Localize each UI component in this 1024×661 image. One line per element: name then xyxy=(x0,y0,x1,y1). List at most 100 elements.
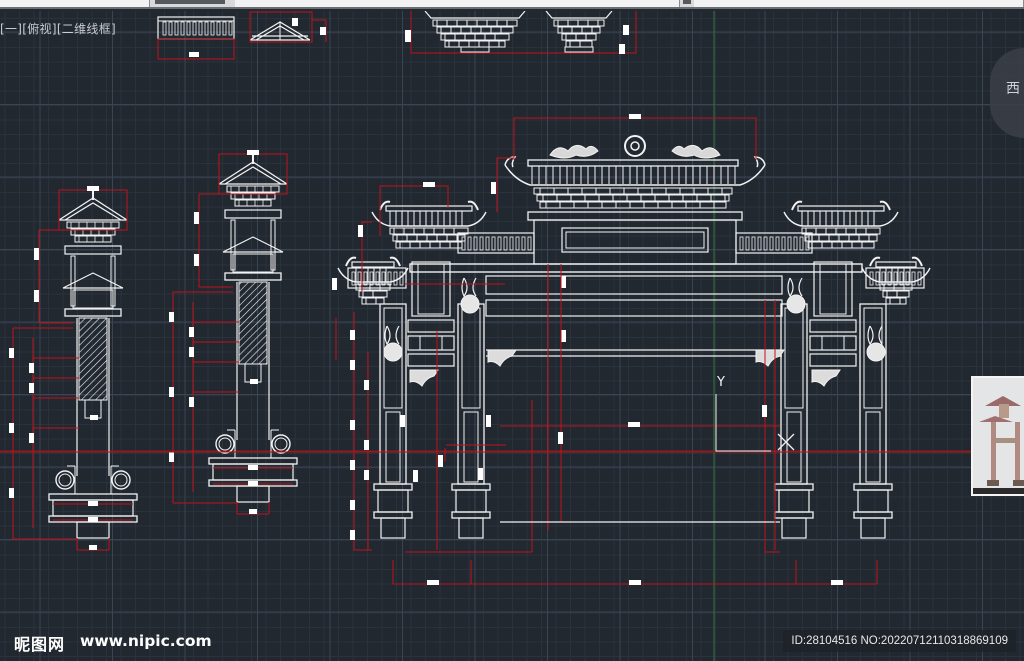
side-window-inner xyxy=(819,263,847,315)
side-window-inner xyxy=(417,263,445,315)
cad-grid xyxy=(0,11,1024,661)
cad-drawing[interactable]: Y xyxy=(0,11,1024,661)
footing xyxy=(236,485,270,503)
toolbar-handle[interactable] xyxy=(155,0,225,4)
side-roof-inner-right xyxy=(783,200,899,249)
drum-stone xyxy=(215,434,235,454)
main-roof-ridge xyxy=(527,159,739,167)
railing-left xyxy=(457,232,535,254)
dimension-line xyxy=(249,11,313,43)
baluster xyxy=(881,271,886,286)
dimension-text xyxy=(29,433,34,443)
baluster xyxy=(781,236,786,251)
baluster xyxy=(363,271,368,286)
toolbar-segment[interactable] xyxy=(235,0,680,7)
dimension-text xyxy=(29,363,34,373)
baluster xyxy=(745,236,750,251)
watermark-url: www.nipic.com xyxy=(80,632,212,650)
bracket-detail-small xyxy=(545,11,613,53)
baluster xyxy=(198,21,203,36)
column-roof xyxy=(58,197,128,221)
pillar-footing xyxy=(860,517,886,539)
baluster xyxy=(479,236,484,251)
ucs-axes xyxy=(715,394,771,452)
side-panel xyxy=(809,335,857,351)
column-roof xyxy=(218,161,288,185)
dimension-line xyxy=(496,157,514,212)
pillar-inner-right xyxy=(774,303,814,539)
baluster xyxy=(228,21,233,36)
baluster xyxy=(887,271,892,286)
toolbar-segment[interactable] xyxy=(0,0,150,7)
dimension-text xyxy=(90,415,98,420)
railing-outer-right xyxy=(865,267,925,289)
vase-inner-right xyxy=(786,277,806,314)
baluster xyxy=(357,271,362,286)
drum-frame xyxy=(67,465,76,494)
pillar-lower-panel xyxy=(463,411,479,483)
dimension-text xyxy=(249,509,257,514)
pillar-base xyxy=(455,489,487,513)
watermark-id: ID:28104516 NO:20220712110318869109 xyxy=(783,630,1016,652)
pillar-outer-left xyxy=(373,303,413,539)
dimension-text xyxy=(88,517,98,522)
baluster xyxy=(793,236,798,251)
baluster xyxy=(473,236,478,251)
bracket-tier xyxy=(807,241,875,249)
lower-bracket xyxy=(72,289,114,309)
bracket-top xyxy=(424,11,526,19)
vase-inner-left xyxy=(460,277,480,314)
dragon-left xyxy=(549,145,599,159)
baluster xyxy=(399,271,404,286)
pillar-inner-left xyxy=(451,303,491,539)
side-bay-left xyxy=(407,261,455,367)
drawing-canvas[interactable]: Y xyxy=(0,11,1024,661)
toolbar-segment[interactable] xyxy=(694,0,1024,7)
footing xyxy=(76,521,110,539)
baluster xyxy=(503,236,508,251)
baluster xyxy=(461,236,466,251)
pillar-lower-panel xyxy=(786,411,802,483)
vase-hanger xyxy=(384,325,400,346)
side-panel xyxy=(407,335,455,351)
dimension-text xyxy=(350,530,355,540)
roof-beast xyxy=(869,256,923,267)
baluster xyxy=(763,236,768,251)
bracket-tier xyxy=(885,297,907,305)
pillar-base-cap xyxy=(451,483,491,491)
vase-hanger xyxy=(787,277,803,298)
pillar-footing xyxy=(781,517,807,539)
pillar-footing xyxy=(458,517,484,539)
dimension-text xyxy=(350,460,355,470)
toolbar-handle[interactable] xyxy=(683,0,691,4)
viewcube[interactable] xyxy=(990,48,1024,138)
viewport-controls-label[interactable]: [一][俯视][二维线框] xyxy=(0,22,116,36)
pillar-panel xyxy=(383,307,403,409)
column-lower-roof xyxy=(222,236,284,253)
drum-stone xyxy=(271,434,291,454)
dimension-text xyxy=(189,397,194,407)
dimension-text xyxy=(332,278,337,290)
side-window xyxy=(411,261,451,317)
bracket-tier xyxy=(66,221,120,229)
dimension-line xyxy=(353,312,372,551)
viewcube-direction-label[interactable]: 西 xyxy=(1006,81,1020,97)
drum-frame xyxy=(227,429,236,458)
baluster xyxy=(799,236,804,251)
side-roof-ridge xyxy=(351,261,395,268)
column-lower-roof xyxy=(62,272,124,289)
bracket-tier xyxy=(395,241,463,249)
dimension-text xyxy=(34,248,39,260)
dimension-text xyxy=(34,290,39,302)
baluster xyxy=(375,271,380,286)
side-panel xyxy=(407,319,455,333)
baluster xyxy=(769,236,774,251)
dimension-text xyxy=(405,30,411,42)
reference-photo-thumbnail[interactable] xyxy=(971,376,1024,496)
drum-stone xyxy=(111,470,131,490)
sparrow-brace-outer-right xyxy=(811,369,841,387)
dimension-text xyxy=(250,379,258,384)
dimension-text xyxy=(87,186,99,191)
dimension-text xyxy=(247,150,259,155)
baluster xyxy=(387,271,392,286)
